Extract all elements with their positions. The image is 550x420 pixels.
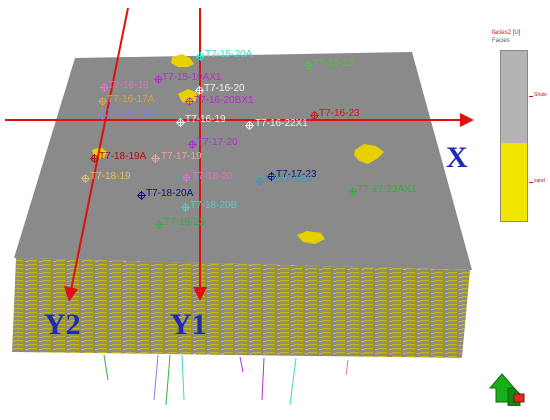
legend-label-shale: Shale (534, 92, 547, 98)
legend-swatch-shale (501, 51, 527, 143)
well-label-t7-19-23[interactable]: T7-19-23 (164, 217, 205, 228)
well-label-t7-16-17a[interactable]: T7-16-17A (107, 94, 155, 105)
well-label-t7-17-23ax1[interactable]: T7-17-23AX1 (357, 184, 417, 195)
well-marker[interactable] (155, 220, 164, 229)
well-marker[interactable] (151, 154, 160, 163)
y2-section-arrow (70, 7, 129, 291)
well-label-t7-18-19a[interactable]: T7-18-19A (99, 151, 147, 162)
well-marker[interactable] (195, 86, 204, 95)
well-marker[interactable] (267, 172, 276, 181)
well-label-t7-16-20bx1[interactable]: T7-16-20BX1 (194, 95, 254, 106)
well-marker[interactable] (137, 191, 146, 200)
well-label-t7-18-20a[interactable]: T7-18-20A (146, 188, 194, 199)
well-label-t7-17-22a[interactable]: T7-17-22A (264, 174, 312, 185)
well-label-t7-16-19[interactable]: T7-16-19 (185, 114, 226, 125)
well-label-t7-18-20[interactable]: T7-18-20 (192, 171, 233, 182)
well-marker[interactable] (348, 187, 357, 196)
well-marker[interactable] (188, 140, 197, 149)
well-marker[interactable] (81, 174, 90, 183)
well-marker[interactable] (90, 154, 99, 163)
well-marker[interactable] (100, 83, 109, 92)
legend-tick-shale (529, 96, 533, 97)
well-label-t7-15-20a[interactable]: T7-15-20A (205, 49, 253, 60)
3d-orientation-arrow-icon[interactable] (488, 366, 528, 407)
well-marker[interactable] (98, 111, 107, 120)
well-marker[interactable] (185, 97, 194, 106)
legend-subtitle: Facies (492, 38, 510, 44)
facies-legend: facies2 [U] Facies Shale sand (490, 30, 547, 230)
well-marker[interactable] (154, 75, 163, 84)
well-marker[interactable] (245, 121, 254, 130)
well-marker[interactable] (310, 111, 319, 120)
legend-color-bar (500, 50, 528, 222)
well-label-t7-17-20[interactable]: T7-17-20 (197, 137, 238, 148)
well-label-t7-15-23[interactable]: T7-15-23 (313, 58, 354, 69)
well-label-t7-16-23[interactable]: T7-16-23 (319, 108, 360, 119)
well-trajectories (103, 354, 349, 406)
legend-swatch-sand (501, 142, 527, 221)
legend-tick-sand (529, 182, 533, 183)
model-front-face (12, 258, 470, 358)
axis-label-y1: Y1 (170, 308, 207, 341)
axis-label-x: X (446, 141, 468, 174)
well-label-t7-16-18[interactable]: T7-16-18 (108, 80, 149, 91)
sand-patches (92, 54, 384, 244)
legend-title: facies2 [U] (492, 30, 521, 36)
well-marker[interactable] (255, 177, 264, 186)
well-marker[interactable] (176, 118, 185, 127)
axis-label-y2: Y2 (44, 308, 81, 341)
well-label-t7-18-20b[interactable]: T7-18-20B (190, 200, 238, 211)
well-label-t7-16-20[interactable]: T7-16-20 (204, 83, 245, 94)
well-marker[interactable] (98, 97, 107, 106)
y1-arrow-head (193, 287, 207, 301)
well-label-t7-16-18a[interactable]: T7-16-18A (107, 108, 155, 119)
well-marker[interactable] (182, 173, 191, 182)
well-label-t7-17-23[interactable]: T7-17-23 (276, 169, 317, 180)
x-arrow-head (460, 113, 474, 127)
well-label-t7-15-19ax1[interactable]: T7-15-19AX1 (162, 72, 222, 83)
y2-arrow-head (64, 286, 78, 302)
model-top-surface (14, 52, 472, 270)
well-label-t7-16-22x1[interactable]: T7-16-22X1 (255, 118, 308, 129)
well-label-t7-18-19[interactable]: T7-18-19 (90, 171, 131, 182)
well-marker[interactable] (196, 52, 205, 61)
well-marker[interactable] (181, 203, 190, 212)
well-label-t7-17-19[interactable]: T7-17-19 (161, 151, 202, 162)
legend-label-sand: sand (534, 178, 545, 184)
well-marker[interactable] (304, 61, 313, 70)
